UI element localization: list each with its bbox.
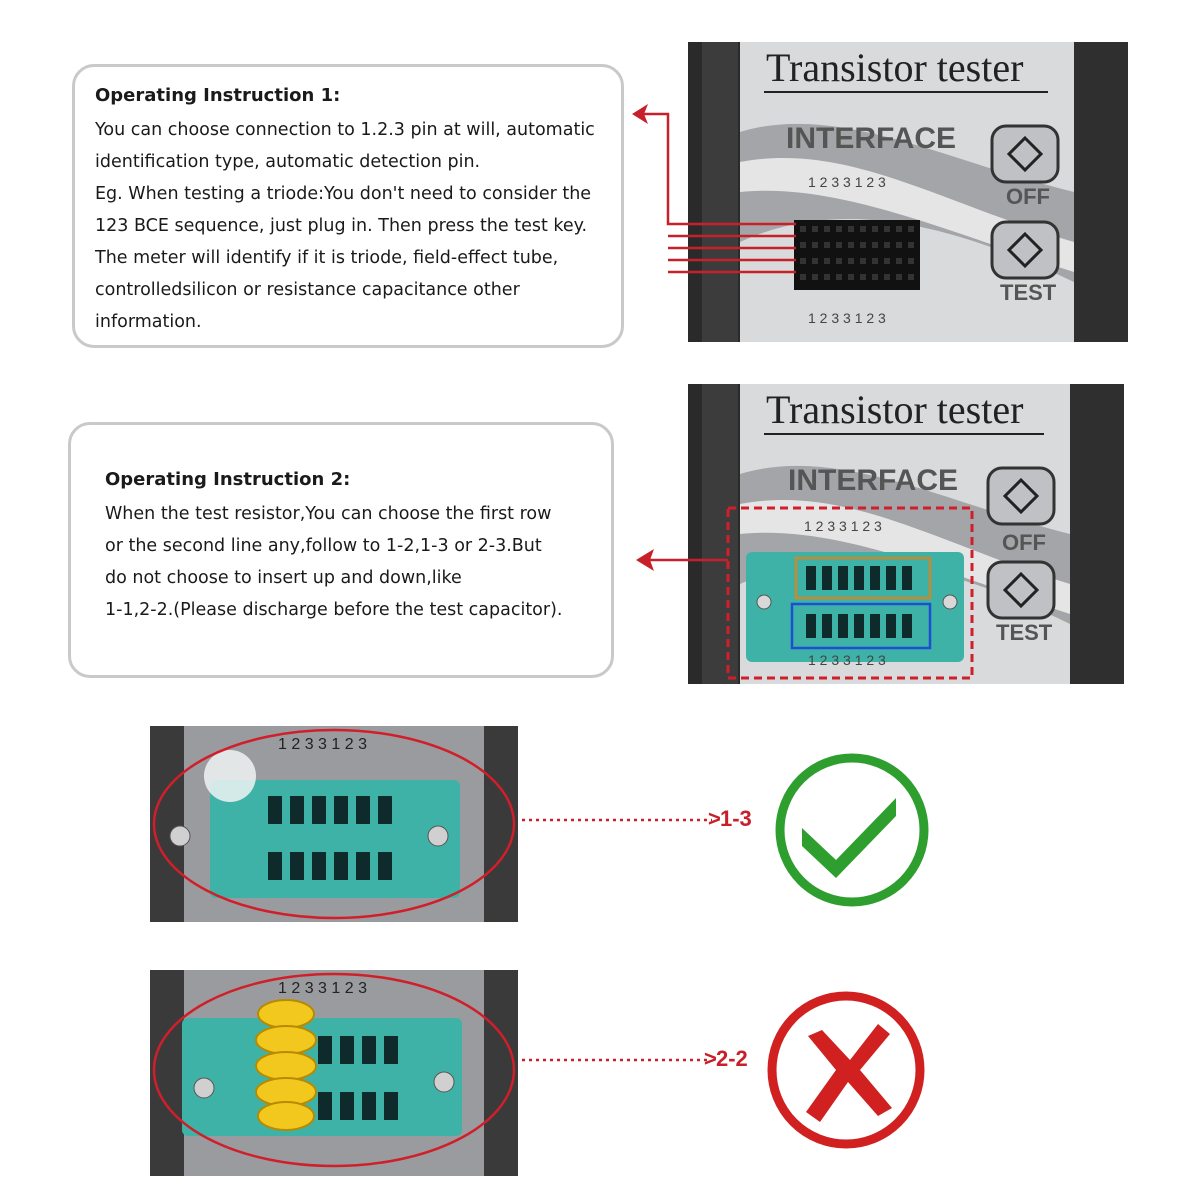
instruction-1-line: 123 BCE sequence, just plug in. Then pre… — [95, 216, 588, 236]
instruction-1-line: identification type, automatic detection… — [95, 152, 481, 172]
example-photo-wrong: 1 2 3 3 1 2 3 — [150, 970, 518, 1176]
pin-numbers-top: 1 2 3 3 1 2 3 — [808, 174, 886, 190]
instruction-1-line: You can choose connection to 1.2.3 pin a… — [95, 120, 595, 140]
tester-title: Transistor tester — [766, 387, 1024, 432]
pin-numbers-top: 1 2 3 3 1 2 3 — [804, 518, 882, 534]
test-label: TEST — [996, 620, 1053, 645]
instruction-1-box: Operating Instruction 1: You can choose … — [72, 64, 624, 348]
test-label: TEST — [1000, 280, 1057, 305]
wrong-arrow: > — [704, 1046, 717, 1071]
arrow-icon — [632, 104, 648, 124]
cross-icon — [767, 991, 925, 1149]
off-label: OFF — [1002, 530, 1046, 555]
tester-photo-2: Transistor tester INTERFACE 1 2 3 3 1 2 … — [688, 384, 1124, 684]
interface-label: INTERFACE — [788, 464, 959, 497]
instruction-1-line: controlledsilicon or resistance capacita… — [95, 280, 520, 300]
instruction-1-line: The meter will identify if it is triode,… — [95, 248, 559, 268]
tester-photo-1: Transistor tester INTERFACE 1 2 3 3 1 2 … — [688, 42, 1128, 342]
instruction-1-line: Eg. When testing a triode:You don't need… — [95, 184, 592, 204]
arrow-icon — [636, 549, 654, 571]
pin-numbers-bottom: 1 2 3 3 1 2 3 — [808, 652, 886, 668]
interface-label: INTERFACE — [786, 122, 957, 155]
instruction-2-line: 1-1,2-2.(Please discharge before the tes… — [105, 600, 563, 620]
instruction-1-heading: Operating Instruction 1: — [95, 85, 341, 106]
instruction-2-line: When the test resistor,You can choose th… — [105, 504, 552, 524]
instruction-2-heading: Operating Instruction 2: — [105, 469, 351, 490]
tester-title: Transistor tester — [766, 45, 1024, 90]
correct-arrow: > — [708, 806, 721, 831]
instruction-2-box: Operating Instruction 2: When the test r… — [68, 422, 614, 678]
check-icon — [775, 753, 929, 907]
off-label: OFF — [1006, 184, 1050, 209]
pin-numbers: 1 2 3 3 1 2 3 — [278, 980, 367, 997]
correct-label: 1-3 — [720, 806, 752, 831]
pin-numbers: 1 2 3 3 1 2 3 — [278, 736, 367, 753]
pin-numbers-bottom: 1 2 3 3 1 2 3 — [808, 310, 886, 326]
instruction-2-line: do not choose to insert up and down,like — [105, 568, 462, 588]
instruction-2-line: or the second line any,follow to 1-2,1-3… — [105, 536, 542, 556]
wrong-label: 2-2 — [716, 1046, 748, 1071]
example-photo-correct: 1 2 3 3 1 2 3 — [150, 726, 518, 922]
instruction-1-line: information. — [95, 312, 202, 332]
